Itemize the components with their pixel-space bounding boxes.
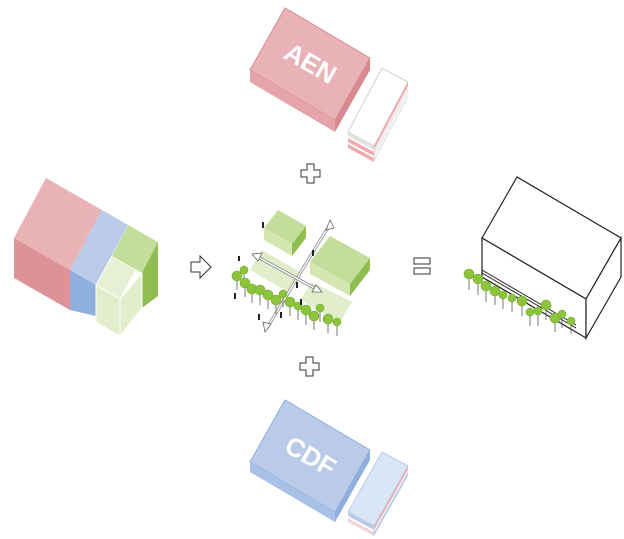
tree-icon <box>308 310 320 322</box>
tree-icon <box>525 307 535 317</box>
left-red-front <box>14 238 70 310</box>
person-icon <box>296 282 298 288</box>
result-block <box>463 176 622 341</box>
left-blue-top <box>70 210 128 285</box>
path-arrow-diagonal-a <box>262 219 335 333</box>
path-arrow-diagonal-b <box>251 252 323 293</box>
left-composite-block <box>14 178 158 338</box>
equals-icon <box>413 257 431 275</box>
tree-icon <box>300 304 312 316</box>
tree-icon <box>278 289 288 299</box>
cdf-front-face <box>250 462 335 522</box>
site-bldg-a-top <box>264 210 306 244</box>
tree-icon <box>507 293 517 303</box>
tree-icon <box>557 309 567 319</box>
tree-icon <box>332 317 342 327</box>
tree-icon <box>516 295 528 307</box>
tree-icon <box>498 290 508 300</box>
site-bldg-a-side <box>292 226 306 256</box>
arrow-right-icon <box>190 254 212 280</box>
aen-slab-stack <box>347 67 409 162</box>
left-blue-front <box>70 270 96 316</box>
tree-icon <box>533 306 543 316</box>
site-bldg-a-front <box>264 228 292 256</box>
tree-icon <box>472 273 484 285</box>
person-icon <box>300 299 302 305</box>
site-people <box>234 222 314 320</box>
left-green-top <box>112 225 158 273</box>
site-bldg-b-top <box>310 236 370 284</box>
left-green-side <box>142 242 158 308</box>
tree-icon <box>239 265 249 275</box>
tree-icon <box>270 294 282 306</box>
cdf-slab-stack <box>347 451 409 536</box>
tree-icon <box>549 312 561 324</box>
person-icon <box>258 314 260 320</box>
aen-side-face <box>335 58 370 132</box>
site-bldg-b-front <box>310 262 350 296</box>
cdf-side-face <box>335 450 370 522</box>
tree-icon <box>322 313 334 325</box>
tree-icon <box>566 316 576 326</box>
site-bldg-b-side <box>350 258 370 296</box>
tree-icon <box>489 285 501 297</box>
tree-icon <box>262 289 274 301</box>
aen-block: AEN <box>249 7 409 162</box>
tree-icon <box>239 277 251 289</box>
tree-icon <box>284 296 296 308</box>
tree-icon <box>315 303 325 313</box>
plus-icon-bottom <box>299 356 320 377</box>
tree-icon <box>540 299 552 311</box>
site-trees <box>231 265 342 336</box>
cdf-block: CDF <box>249 399 409 536</box>
tree-icon <box>463 268 475 280</box>
aen-front-face <box>250 70 335 132</box>
result-trees <box>463 268 576 334</box>
person-icon <box>280 312 282 318</box>
person-icon <box>312 250 314 256</box>
tree-icon <box>231 270 243 282</box>
tree-icon <box>480 280 492 292</box>
left-green-mid <box>119 271 143 338</box>
left-red-top <box>14 178 102 270</box>
person-icon <box>234 293 236 299</box>
result-side-face <box>585 235 622 341</box>
tree-icon <box>254 284 266 296</box>
person-icon <box>262 222 264 228</box>
person-icon <box>238 256 240 261</box>
plus-icon-top <box>300 163 321 184</box>
site-plan <box>231 210 370 336</box>
